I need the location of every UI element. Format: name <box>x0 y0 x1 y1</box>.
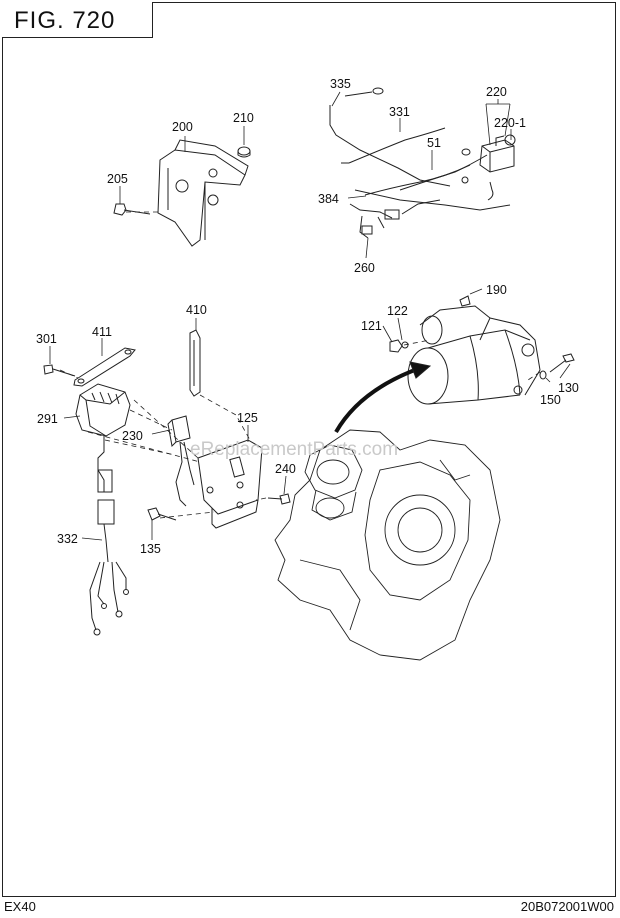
harness-wires <box>329 87 511 239</box>
bolt-240 <box>267 493 291 505</box>
watermark: eReplacementParts.com <box>190 439 398 460</box>
regulator-291 <box>75 383 131 493</box>
stay-411 <box>73 347 136 387</box>
callout-230: 230 <box>122 429 143 443</box>
callout-291: 291 <box>37 412 58 426</box>
callout-51: 51 <box>427 136 441 150</box>
callout-labels: 200 210 205 335 331 220 220-1 51 384 260… <box>36 77 579 556</box>
callout-205: 205 <box>107 172 128 186</box>
relay-230 <box>167 415 195 507</box>
callout-335: 335 <box>330 77 351 91</box>
bolt-130 <box>539 353 575 380</box>
callout-135: 135 <box>140 542 161 556</box>
callout-125: 125 <box>237 411 258 425</box>
nut-210 <box>237 146 251 158</box>
callout-200: 200 <box>172 120 193 134</box>
callout-220: 220 <box>486 85 507 99</box>
callout-384: 384 <box>318 192 339 206</box>
strap-410 <box>189 329 201 397</box>
callout-411: 411 <box>92 325 112 339</box>
callout-210: 210 <box>233 111 254 125</box>
callout-301: 301 <box>36 332 57 346</box>
callout-240: 240 <box>275 462 296 476</box>
pointer-arrow-head <box>409 361 432 379</box>
callout-220-1: 220-1 <box>494 116 526 130</box>
footer-model: EX40 <box>4 899 36 914</box>
bolt-135 <box>147 507 177 521</box>
figure-title: FIG. 720 <box>14 7 116 34</box>
callout-332: 332 <box>57 532 78 546</box>
harness-332 <box>89 499 129 636</box>
bracket-200 <box>157 139 249 247</box>
starter-solenoid-220 <box>479 134 516 173</box>
figure-title-box: FIG. 720 <box>2 2 153 38</box>
footer-code: 20B072001W00 <box>520 899 614 914</box>
callout-260: 260 <box>354 261 375 275</box>
callout-130: 130 <box>558 381 579 395</box>
callout-150: 150 <box>540 393 561 407</box>
assembly-lines <box>59 211 541 519</box>
bracket-125 <box>197 439 263 529</box>
bolt-205 <box>113 203 151 216</box>
leader-lines <box>49 91 571 541</box>
callout-190: 190 <box>486 283 507 297</box>
drawing-frame <box>2 2 616 897</box>
callout-122: 122 <box>387 304 408 318</box>
callout-331: 331 <box>389 105 410 119</box>
nuts-121-122 <box>389 339 409 353</box>
callout-410: 410 <box>186 303 207 317</box>
pointer-arrow <box>334 366 421 433</box>
callout-121: 121 <box>361 319 382 333</box>
starter-motor <box>407 295 541 405</box>
engine-outline <box>274 429 501 661</box>
